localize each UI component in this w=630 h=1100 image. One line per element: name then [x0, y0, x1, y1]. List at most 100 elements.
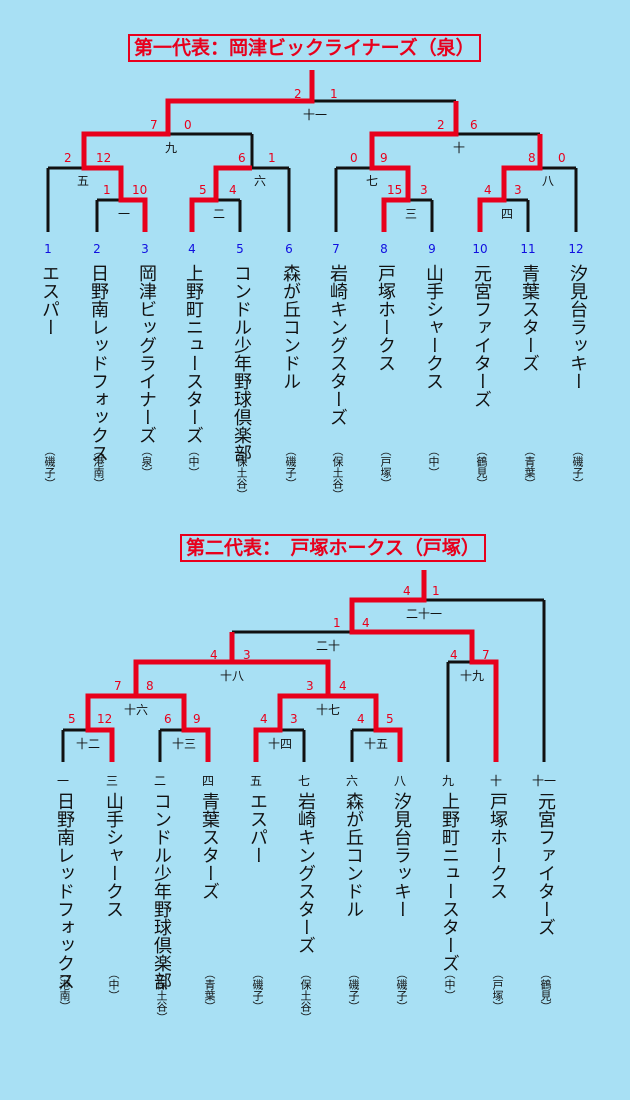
b2-seed-6: 七	[297, 774, 310, 788]
b2-game-no-1: 十二	[75, 737, 100, 751]
b2-seed-8: 八	[393, 774, 406, 788]
b1-team-name-3: 岡津ビッグライナーズ	[136, 264, 157, 444]
b2-game-score-right-3: 3	[290, 712, 298, 726]
b1-game-score-left-11: 2	[294, 87, 302, 101]
b1-game-no-6: 六	[253, 174, 266, 188]
b2-seed-4: 四	[201, 774, 214, 788]
b2-game-score-right-7: 3	[243, 648, 251, 662]
b2-game-score-right-5: 8	[146, 679, 154, 693]
b2-game-score-left-6: 3	[306, 679, 314, 693]
b2-team-name-7: 森が丘コンドル	[343, 792, 364, 918]
b1-team-name-9: 山手シャークス	[423, 264, 444, 390]
b1-game-score-right-9: 0	[184, 118, 192, 132]
b1-game-no-4: 四	[500, 207, 513, 221]
b1-game-score-right-1: 10	[132, 183, 148, 197]
b1-game-score-right-2: 4	[229, 183, 237, 197]
b1-seed-10: 10	[472, 242, 488, 256]
b1-seed-12: 12	[568, 242, 584, 256]
b2-seed-9: 九	[441, 774, 454, 788]
b2-game-no-7: 十八	[219, 669, 244, 683]
b2-game-no-9: 二十	[315, 639, 340, 653]
b1-game-score-left-8: 8	[528, 151, 536, 165]
b1-game-no-1: 一	[117, 207, 130, 221]
b2-team-name-2: 山手シャークス	[103, 792, 124, 918]
b2-game-score-left-1: 5	[68, 712, 76, 726]
b1-game-no-7: 七	[365, 174, 378, 188]
b1-game-score-right-7: 9	[380, 151, 388, 165]
b1-team-area-1: （磯子）	[43, 445, 56, 489]
b1-seed-7: 7	[332, 242, 340, 256]
b2-game-no-10: 二十一	[406, 607, 443, 621]
b1-game-no-8: 八	[541, 174, 554, 188]
winner-path	[477, 134, 543, 232]
b2-seed-3: 二	[153, 774, 166, 788]
b1-seed-5: 5	[236, 242, 244, 256]
b1-game-score-left-7: 0	[350, 151, 358, 165]
b2-team-area-11: （鶴見）	[539, 968, 552, 1012]
b2-seed-2: 三	[105, 774, 118, 788]
b2-game-no-5: 十六	[123, 703, 148, 717]
b2-game-score-left-7: 4	[210, 648, 218, 662]
b1-game-no-11: 十一	[302, 108, 327, 122]
b2-game-score-right-8: 7	[482, 648, 490, 662]
b2-game-score-right-10: 1	[432, 584, 440, 598]
b1-team-area-3: （泉）	[140, 445, 153, 478]
b2-game-score-right-6: 4	[339, 679, 347, 693]
b2-game-no-4: 十五	[363, 737, 388, 751]
b1-seed-2: 2	[93, 242, 101, 256]
b1-seed-3: 3	[141, 242, 149, 256]
b2-seed-11: 十一	[531, 774, 556, 788]
b1-team-name-8: 戸塚ホークス	[375, 264, 396, 372]
b1-game-score-right-10: 6	[470, 118, 478, 132]
b2-team-name-10: 戸塚ホークス	[487, 792, 508, 900]
winner-path	[369, 101, 459, 232]
winner-path	[349, 570, 499, 762]
b1-game-score-right-8: 0	[558, 151, 566, 165]
b1-seed-8: 8	[380, 242, 388, 256]
b2-game-score-left-3: 4	[260, 712, 268, 726]
b2-seed-10: 十	[489, 774, 502, 788]
b2-team-area-5: （磯子）	[251, 968, 264, 1012]
b1-game-score-left-2: 5	[199, 183, 207, 197]
winner-path	[81, 70, 315, 232]
b2-seed-1: 一	[56, 774, 69, 788]
b1-seed-1: 1	[44, 242, 52, 256]
b1-team-name-1: エスパー	[39, 264, 60, 336]
b1-game-score-right-11: 1	[330, 87, 338, 101]
b1-game-score-left-4: 4	[484, 183, 492, 197]
winner-path	[232, 659, 331, 699]
winner-path	[189, 165, 252, 232]
b2-game-score-left-9: 1	[333, 616, 341, 630]
b1-team-name-10: 元宮ファイターズ	[471, 264, 492, 408]
b1-game-score-right-3: 3	[420, 183, 428, 197]
b1-team-area-8: （戸塚）	[379, 445, 392, 489]
bracket1-title: 第一代表：岡津ビックライナーズ（泉）	[128, 34, 481, 62]
b2-game-score-left-5: 7	[114, 679, 122, 693]
b1-team-area-2: （港南）	[92, 445, 105, 489]
b2-game-no-3: 十四	[267, 737, 292, 751]
b2-team-name-4: 青葉スターズ	[199, 792, 220, 900]
b1-team-name-5: コンドル少年野球倶楽部	[231, 264, 252, 462]
b1-team-area-12: （磯子）	[571, 445, 584, 489]
b2-seed-5: 五	[249, 774, 262, 788]
b1-game-score-right-4: 3	[514, 183, 522, 197]
b2-team-area-2: （中）	[107, 968, 120, 1001]
b1-team-name-12: 汐見台ラッキー	[567, 264, 588, 390]
b1-game-no-3: 三	[404, 207, 417, 221]
b1-game-score-right-6: 1	[268, 151, 276, 165]
winner-path	[133, 632, 235, 696]
b1-game-score-left-1: 1	[103, 183, 111, 197]
b1-team-name-6: 森が丘コンドル	[280, 264, 301, 390]
b2-game-score-right-1: 12	[97, 712, 113, 726]
b2-team-name-1: 日野南レッドフォックス	[54, 792, 75, 990]
b2-team-name-6: 岩崎キングスターズ	[295, 792, 316, 954]
b1-team-area-10: （鶴見）	[475, 445, 488, 489]
b2-team-area-1: （港南）	[58, 968, 71, 1012]
b1-team-area-4: （中）	[187, 445, 200, 478]
b1-team-area-6: （磯子）	[284, 445, 297, 489]
b2-game-no-8: 十九	[459, 669, 484, 683]
b2-game-no-6: 十七	[315, 703, 340, 717]
b2-game-score-left-4: 4	[357, 712, 365, 726]
b1-game-no-5: 五	[76, 174, 89, 188]
b2-team-area-3: （保土谷）	[155, 968, 168, 1023]
